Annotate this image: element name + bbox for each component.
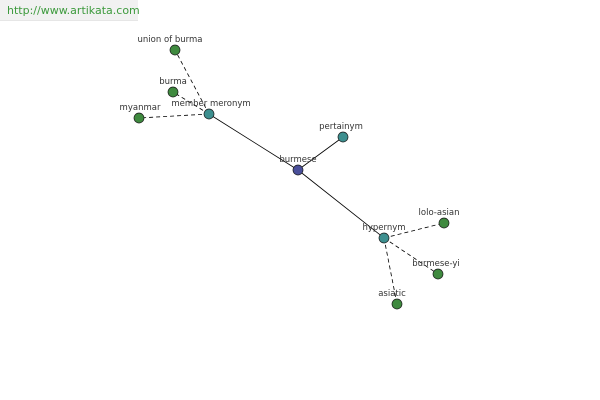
edge-hypernym-to-burmese-yi <box>383 237 439 275</box>
node-label-pertainym[interactable]: pertainym <box>319 122 363 132</box>
edge-burmese-to-pertainym <box>297 136 344 171</box>
edge-burmese-to-member-meronym <box>208 113 299 171</box>
node-label-burma[interactable]: burma <box>159 77 187 87</box>
node-label-lolo-asian[interactable]: lolo-asian <box>419 208 460 218</box>
edge-hypernym-to-asiatic <box>383 237 398 305</box>
node-label-hypernym[interactable]: hypernym <box>362 223 405 233</box>
edge-member-meronym-to-myanmar <box>138 113 210 119</box>
node-member-meronym[interactable] <box>203 108 215 120</box>
node-label-myanmar[interactable]: myanmar <box>120 103 161 113</box>
edges-layer <box>138 49 445 305</box>
node-pertainym[interactable] <box>337 131 349 143</box>
node-hypernym[interactable] <box>378 232 390 244</box>
url-bar: http://www.artikata.com <box>0 0 140 21</box>
node-label-union-of-burma[interactable]: union of burma <box>138 35 203 45</box>
edge-member-meronym-to-burma <box>172 91 210 115</box>
nodes-layer <box>133 44 450 310</box>
node-label-asiatic[interactable]: asiatic <box>378 289 406 299</box>
labels-layer: burmese member meronym pertainym hypernym un… <box>120 35 460 299</box>
node-label-burmese[interactable]: burmese <box>279 155 316 165</box>
node-asiatic[interactable] <box>391 298 403 310</box>
edge-member-meronym-to-union-of-burma <box>174 49 210 115</box>
node-label-member-meronym[interactable]: member meronym <box>171 99 250 109</box>
node-myanmar[interactable] <box>133 112 145 124</box>
edge-hypernym-to-lolo-asian <box>383 222 445 239</box>
node-lolo-asian[interactable] <box>438 217 450 229</box>
node-union-of-burma[interactable] <box>169 44 181 56</box>
edge-burmese-to-hypernym <box>297 169 385 239</box>
node-burmese-yi[interactable] <box>432 268 444 280</box>
node-label-burmese-yi[interactable]: burmese-yi <box>412 259 460 269</box>
site-url-link[interactable]: http://www.artikata.com <box>7 4 140 17</box>
node-burmese[interactable] <box>292 164 304 176</box>
node-burma[interactable] <box>167 86 179 98</box>
